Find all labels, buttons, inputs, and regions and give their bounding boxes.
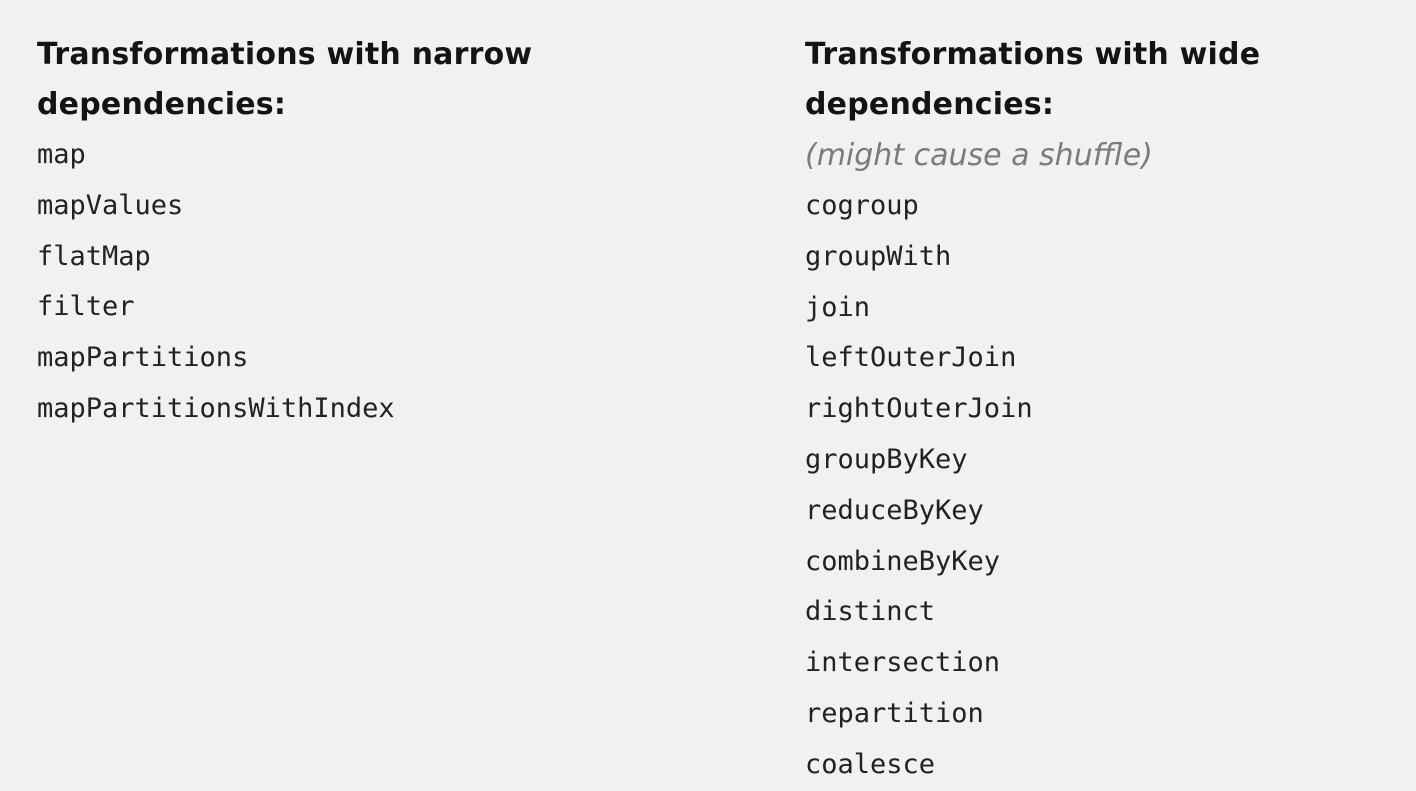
wide-heading-line1: Transformations with wide bbox=[805, 37, 1261, 72]
list-item: intersection bbox=[805, 647, 1001, 679]
list-item: filter bbox=[37, 291, 135, 323]
list-item: distinct bbox=[805, 596, 936, 628]
narrow-dependencies-column: Transformations with narrow dependencies… bbox=[37, 30, 737, 435]
list-item: mapPartitions bbox=[37, 342, 249, 374]
list-item: groupWith bbox=[805, 240, 952, 272]
wide-dependencies-column: Transformations with wide dependencies: … bbox=[805, 30, 1405, 791]
wide-heading: Transformations with wide dependencies: bbox=[805, 30, 1405, 130]
narrow-heading-line2: dependencies: bbox=[37, 87, 287, 122]
list-item: repartition bbox=[805, 697, 984, 729]
list-item: map bbox=[37, 139, 86, 170]
list-item: leftOuterJoin bbox=[805, 342, 1017, 374]
narrow-heading: Transformations with narrow dependencies… bbox=[37, 30, 737, 130]
shuffle-note: (might cause a shuffle) bbox=[805, 138, 1153, 173]
list-item: coalesce bbox=[805, 748, 936, 780]
narrow-transformations-list: map mapValues flatMap filter mapPartitio… bbox=[37, 130, 737, 435]
list-item: combineByKey bbox=[805, 545, 1001, 577]
list-item: groupByKey bbox=[805, 443, 968, 475]
list-item: reduceByKey bbox=[805, 494, 984, 526]
list-item: cogroup bbox=[805, 190, 919, 221]
wide-heading-line2: dependencies: bbox=[805, 87, 1055, 122]
list-item: rightOuterJoin bbox=[805, 393, 1033, 425]
list-item: mapValues bbox=[37, 189, 184, 221]
list-item: flatMap bbox=[37, 240, 151, 272]
wide-transformations-list: cogroup groupWith join leftOuterJoin rig… bbox=[805, 181, 1405, 791]
list-item: mapPartitionsWithIndex bbox=[37, 392, 395, 424]
list-item: join bbox=[805, 291, 871, 323]
narrow-heading-line1: Transformations with narrow bbox=[37, 37, 533, 72]
